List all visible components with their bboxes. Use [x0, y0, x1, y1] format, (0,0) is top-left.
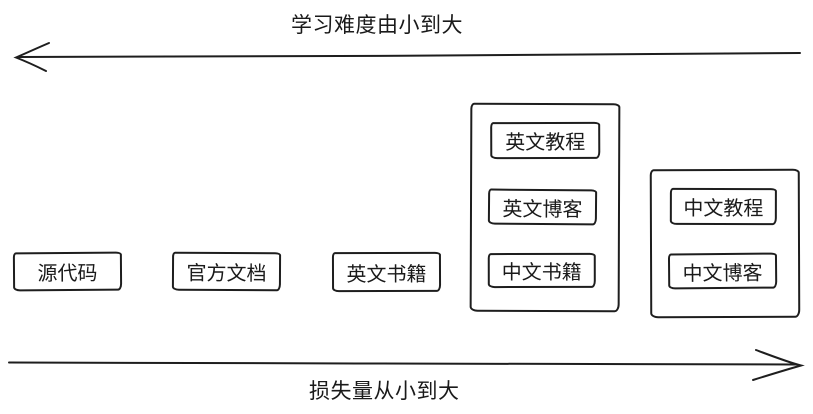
box-english-tutorials-label: 英文教程 — [505, 129, 586, 155]
bottom-arrow-line — [8, 361, 798, 366]
box-chinese-books-label: 中文书籍 — [501, 259, 582, 285]
box-source-code-label: 源代码 — [37, 260, 98, 286]
group-chinese-resources: 中文教程 中文博客 — [649, 168, 801, 319]
right-arrow-head-icon — [752, 349, 805, 381]
box-english-blogs-label: 英文博客 — [502, 196, 583, 221]
box-source-code: 源代码 — [12, 251, 123, 292]
box-chinese-tutorials: 中文教程 — [669, 187, 777, 226]
box-chinese-blogs: 中文博客 — [667, 252, 778, 290]
bottom-axis-label: 损失量从小到大 — [309, 379, 460, 403]
box-english-blogs: 英文博客 — [487, 188, 598, 226]
box-chinese-books: 中文书籍 — [487, 252, 596, 289]
box-english-books-label: 英文书籍 — [346, 261, 427, 286]
box-english-books: 英文书籍 — [331, 251, 442, 293]
left-arrow-head-icon — [13, 42, 50, 72]
box-english-tutorials: 英文教程 — [490, 121, 601, 160]
group-english-resources: 英文教程 英文博客 中文书籍 — [469, 102, 621, 313]
box-chinese-blogs-label: 中文博客 — [682, 260, 763, 285]
box-official-docs: 官方文档 — [171, 251, 282, 292]
top-arrow-line — [17, 52, 801, 58]
box-chinese-tutorials-label: 中文教程 — [683, 195, 764, 221]
top-axis-label: 学习难度由小到大 — [291, 13, 463, 37]
box-official-docs-label: 官方文档 — [186, 260, 267, 286]
